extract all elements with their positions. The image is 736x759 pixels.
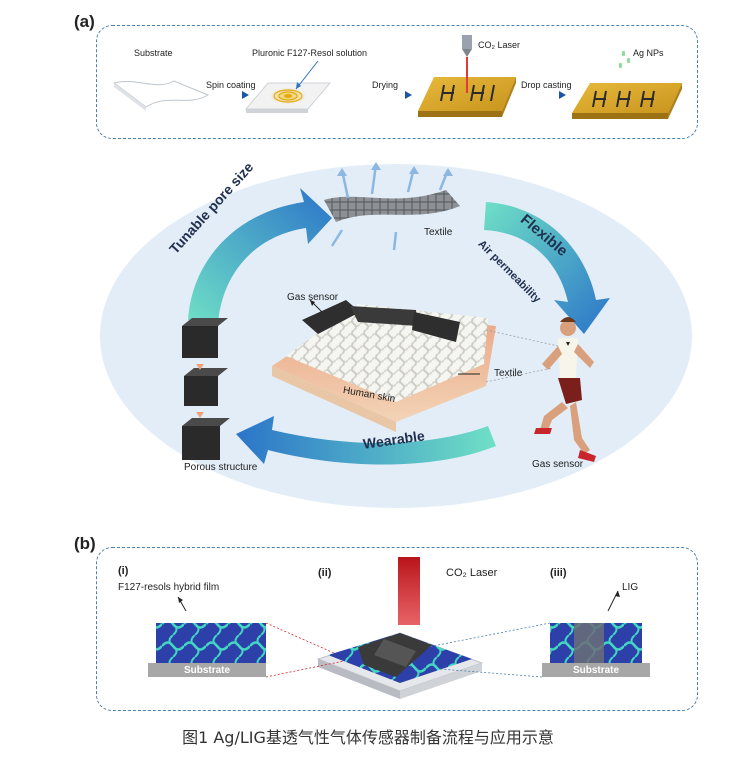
label-iii: (iii) — [550, 567, 567, 579]
process-arrow-2 — [366, 91, 412, 99]
textile-top-label: Textile — [424, 227, 453, 238]
process-arrow-3 — [520, 91, 566, 99]
figure-caption: 图1 Ag/LIG基透气性气体传感器制备流程与应用示意 — [182, 728, 554, 747]
drying-label: Drying — [372, 80, 399, 90]
substrate-sheet — [112, 80, 210, 108]
drop-casting-label: Drop casting — [521, 80, 572, 90]
process-arrow-1 — [210, 91, 249, 99]
panel-b-letter: (b) — [74, 534, 96, 553]
film-left — [156, 623, 266, 663]
laser-beam — [398, 557, 420, 625]
porous-structure-label: Porous structure — [184, 462, 258, 473]
gas-sensor-center-label: Gas sensor — [287, 292, 339, 303]
textile-right-label: Textile — [494, 368, 523, 379]
spin-coating-label: Spin coating — [206, 80, 256, 90]
porous-cubes — [182, 318, 230, 460]
runner-figure — [534, 317, 596, 462]
laser-label-a: CO₂ Laser — [478, 40, 521, 50]
top-textile — [324, 190, 460, 222]
substrate-right — [542, 663, 650, 677]
laser-label-b: CO₂ Laser — [446, 567, 498, 579]
lig-label: LIG — [622, 582, 639, 593]
label-ii: (ii) — [318, 567, 332, 579]
substrate-left — [148, 663, 266, 677]
flexible-arrow — [484, 202, 610, 334]
gold-plate-laser — [418, 77, 516, 111]
substrate-left-label: Substrate — [183, 665, 231, 676]
panel-a-letter: (a) — [74, 12, 95, 31]
ag-label: Ag NPs — [633, 48, 664, 58]
wearable-arrow — [236, 416, 496, 465]
gas-sensor-runner-label: Gas sensor — [532, 459, 584, 470]
panel-b-frame — [96, 547, 698, 711]
label-i: (i) — [118, 565, 129, 577]
hybrid-film-label: F127-resols hybrid film — [118, 582, 220, 593]
substrate-label: Substrate — [134, 48, 173, 58]
panel-a-frame — [96, 25, 698, 139]
tunable-arrow — [188, 188, 332, 324]
panel-a-process-graphic — [112, 35, 682, 119]
substrate-right-label: Substrate — [572, 665, 620, 676]
skin-textile-sensor — [272, 299, 559, 432]
solution-label: Pluronic F127-Resol solution — [252, 48, 368, 58]
panel-b-graphic — [148, 557, 650, 699]
cycle-diagram — [100, 162, 692, 508]
